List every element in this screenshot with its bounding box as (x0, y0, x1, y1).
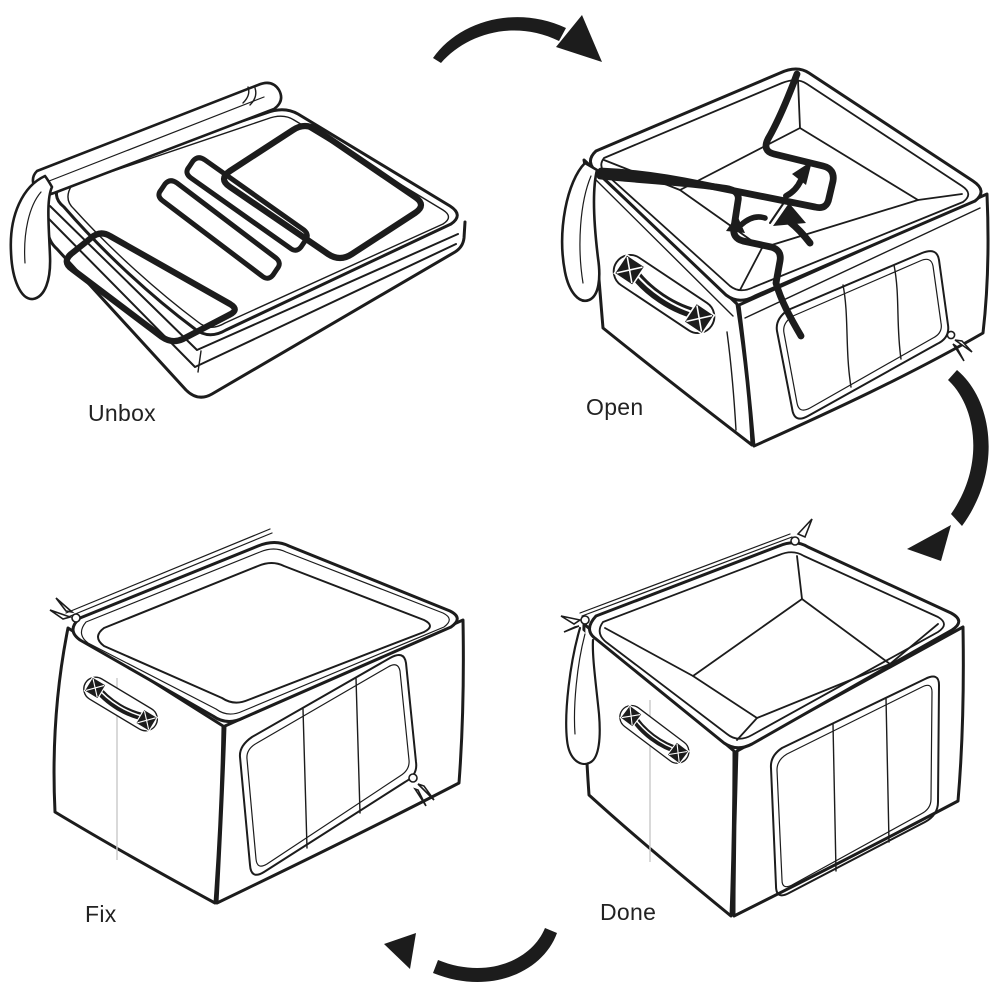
step-label-open: Open (586, 394, 644, 420)
arrow-done-to-fix-icon (384, 928, 557, 982)
done-box-window (769, 675, 940, 897)
side-flap (9, 174, 54, 301)
step-label-unbox: Unbox (88, 400, 156, 426)
open-box-front-face (737, 192, 990, 448)
unbox-illustration (9, 81, 467, 399)
done-illustration (560, 518, 965, 918)
done-zipper (560, 518, 813, 633)
step-label-done: Done (600, 899, 657, 925)
open-box-window (775, 250, 950, 420)
open-box-side-flap (560, 161, 601, 303)
folded-panels (63, 122, 425, 345)
fix-zipper (49, 528, 435, 807)
done-hanging-loop (565, 626, 601, 766)
fix-box-window (238, 653, 418, 876)
step-label-fix: Fix (85, 901, 117, 927)
zipper-pull-icon (946, 330, 973, 362)
done-box-front-face (732, 625, 965, 918)
steel-frame-wire (596, 70, 837, 340)
arrow-unbox-to-open-icon (433, 15, 602, 63)
done-box-interior (604, 555, 939, 741)
fix-box-lid (71, 541, 459, 723)
fix-illustration (49, 528, 465, 905)
expand-arrows-icon (726, 161, 814, 247)
open-illustration (560, 67, 990, 448)
arrow-open-to-done-icon (907, 370, 989, 561)
